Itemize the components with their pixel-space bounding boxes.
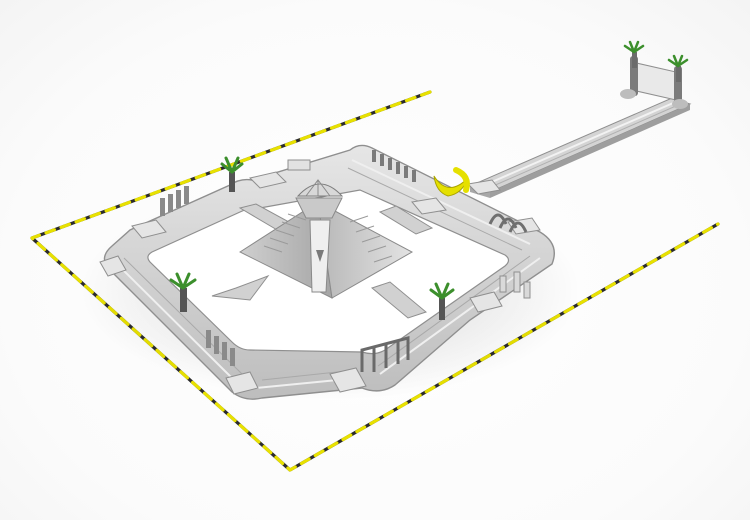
palm-tree-3 — [429, 282, 455, 320]
central-slide-pyramid — [238, 179, 414, 299]
palm-tree-4 — [623, 40, 645, 68]
long-runway-bridge — [468, 56, 692, 198]
palm-tree-1 — [220, 156, 244, 192]
palm-tree-2 — [169, 272, 197, 312]
track-obstacles — [160, 150, 531, 372]
palm-tree-5 — [667, 54, 689, 82]
crescent-moon-obstacle — [433, 167, 470, 197]
